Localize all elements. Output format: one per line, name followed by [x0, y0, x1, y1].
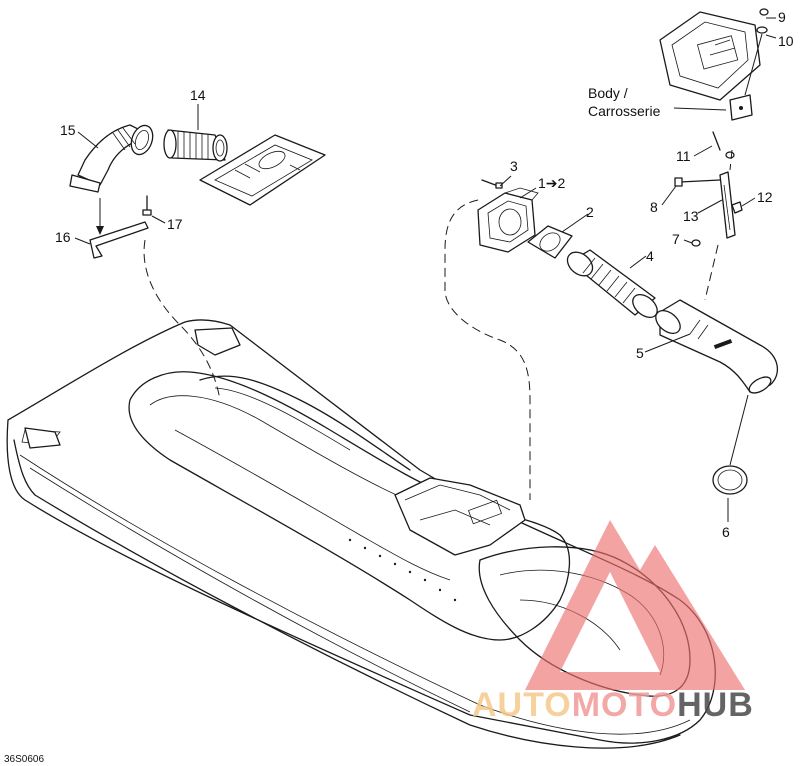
part-2-gasket	[527, 225, 573, 259]
watermark-moto: MOTO	[572, 686, 677, 724]
callout-8: 8	[650, 199, 658, 215]
callout-4: 4	[646, 248, 654, 264]
callout-15: 15	[60, 122, 76, 138]
part-3-screw	[481, 179, 503, 189]
watercraft-hull	[6, 319, 716, 749]
part-15-hose	[69, 124, 154, 193]
part-13-strap	[719, 171, 736, 239]
part-7-nut	[691, 239, 701, 247]
part-8-bolt	[674, 177, 721, 187]
vent-plate	[199, 134, 326, 206]
callout-16: 16	[55, 229, 71, 245]
part-14-corrugated-hose	[163, 129, 228, 162]
routing-line-left	[143, 239, 221, 401]
watermark-auto: AUTO	[472, 686, 572, 724]
leader-5-to-6	[729, 394, 749, 466]
callout-12: 12	[757, 189, 773, 205]
callout-3: 3	[510, 158, 518, 174]
callout-labels: 1➔2 2 3 4 5 6 7 8 9 10 11 12 13 14 15 16…	[55, 9, 794, 540]
watermark-logo: AUTOMOTOHUB	[472, 520, 754, 724]
body-label-line2: Carrosserie	[588, 103, 661, 119]
part-11-screw	[712, 131, 735, 159]
part-9-nut	[759, 8, 769, 16]
part-12-clip	[731, 201, 743, 214]
part-5-elbow-hose	[655, 299, 779, 394]
body-label-line1: Body /	[588, 85, 628, 101]
callout-1: 1➔2	[538, 175, 566, 191]
callout-11: 11	[676, 148, 691, 164]
callout-7: 7	[672, 231, 680, 247]
callout-2: 2	[586, 204, 594, 220]
figure-code: 36S0606	[4, 754, 44, 765]
part-1-vent-housing	[477, 187, 539, 253]
routing-line-right	[444, 199, 531, 500]
callout-17: 17	[167, 216, 183, 232]
callout-14: 14	[190, 87, 206, 103]
watermark-hub: HUB	[677, 686, 754, 724]
callout-10: 10	[778, 33, 794, 49]
watermark-triangle-icon	[525, 520, 745, 690]
callout-leaders	[74, 17, 777, 522]
part-10-washer	[744, 26, 768, 96]
callout-6: 6	[722, 524, 730, 540]
callout-13: 13	[683, 208, 699, 224]
callout-9: 9	[778, 9, 786, 25]
part-4-corrugated-hose	[566, 249, 658, 318]
part-6-ring	[712, 465, 748, 495]
svg-text:AUTOMOTOHUB: AUTOMOTOHUB	[472, 686, 754, 724]
callout-5: 5	[636, 345, 644, 361]
routing-line-strap	[704, 149, 733, 301]
body-bracket-assembly	[659, 11, 761, 121]
part-16-bracket	[89, 195, 152, 259]
